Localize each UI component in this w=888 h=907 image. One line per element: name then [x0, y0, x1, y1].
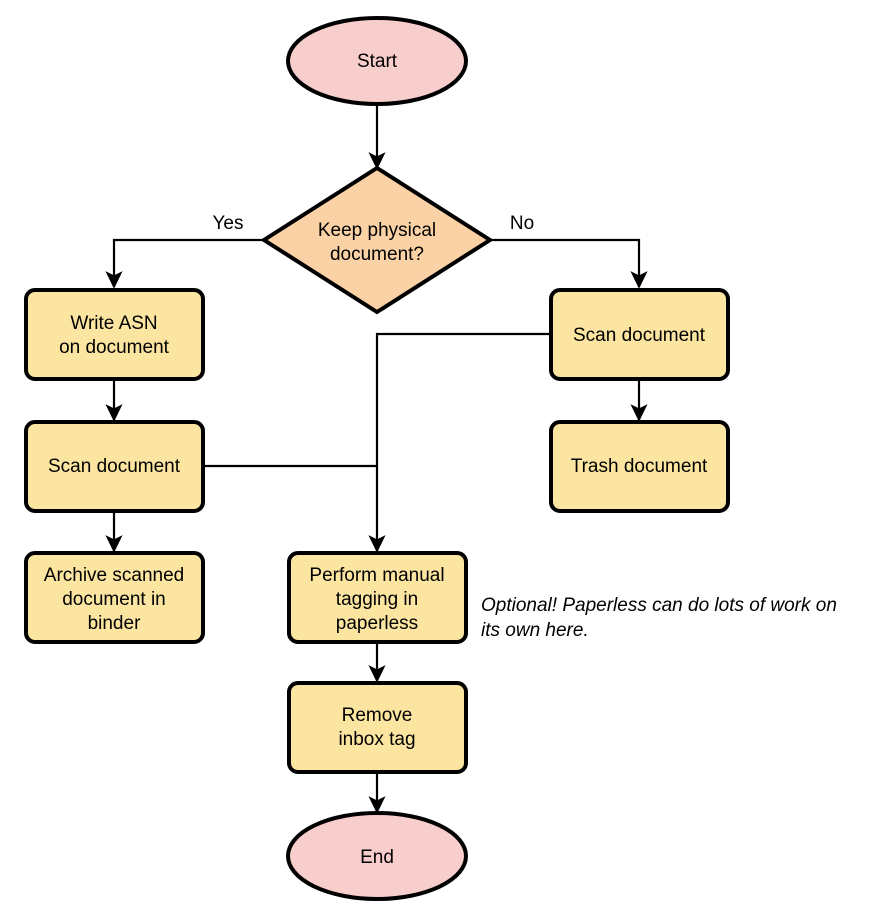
node-perform-manual-tagging[interactable]: Perform manual tagging in paperless: [287, 551, 468, 644]
remove-inbox-label-line1: Remove: [342, 705, 413, 726]
tagging-box-shape: [287, 551, 468, 644]
write-asn-box-shape: [24, 288, 205, 381]
edge-decision-yes-to-write-asn: [105, 238, 264, 289]
node-decision-keep-physical-document[interactable]: Keep physical document?: [260, 165, 494, 315]
trash-document-label: Trash document: [571, 456, 708, 477]
decision-label-line1: Keep physical: [318, 220, 436, 241]
decision-label-line2: document?: [330, 244, 424, 265]
write-asn-label-line2: on document: [59, 337, 170, 358]
scan-document-right-box-shape: [549, 288, 730, 381]
archive-box-shape: [24, 551, 205, 644]
edges-layer: [105, 104, 648, 814]
end-ellipse-shape: [286, 811, 468, 901]
node-scan-document-left[interactable]: Scan document: [24, 420, 205, 513]
node-end[interactable]: End: [286, 811, 468, 901]
tagging-label-line3: paperless: [336, 613, 418, 634]
remove-inbox-label-line2: inbox tag: [338, 729, 415, 750]
scan-document-left-box-shape: [24, 420, 205, 513]
edge-label-no: No: [510, 213, 534, 234]
write-asn-label-line1: Write ASN: [70, 313, 157, 334]
tagging-label-line2: tagging in: [336, 589, 418, 610]
tagging-label-line1: Perform manual: [309, 565, 444, 586]
remove-inbox-box-shape: [287, 681, 468, 774]
annotation-line2: its own here.: [481, 620, 589, 641]
node-write-asn-on-document[interactable]: Write ASN on document: [24, 288, 205, 381]
archive-label-line1: Archive scanned: [44, 565, 184, 586]
edge-label-yes: Yes: [213, 213, 244, 234]
annotation-line1: Optional! Paperless can do lots of work …: [481, 595, 837, 616]
archive-label-line2: document in: [62, 589, 166, 610]
start-label: Start: [357, 51, 398, 72]
node-remove-inbox-tag[interactable]: Remove inbox tag: [287, 681, 468, 774]
node-scan-document-right[interactable]: Scan document: [549, 288, 730, 381]
node-archive-scanned-document[interactable]: Archive scanned document in binder: [24, 551, 205, 644]
decision-diamond-shape: [260, 165, 494, 315]
annotation-note: Optional! Paperless can do lots of work …: [481, 595, 837, 641]
trash-document-box-shape: [549, 420, 730, 513]
start-ellipse-shape: [286, 16, 468, 106]
node-start[interactable]: Start: [286, 16, 468, 106]
edge-decision-no-to-scan-right: [490, 238, 648, 289]
edge-scan-right-to-tagging: [368, 332, 551, 553]
scan-document-right-label: Scan document: [573, 325, 706, 346]
archive-label-line3: binder: [88, 613, 141, 634]
node-trash-document[interactable]: Trash document: [549, 420, 730, 513]
scan-document-left-label: Scan document: [48, 456, 181, 477]
end-label: End: [360, 847, 394, 868]
